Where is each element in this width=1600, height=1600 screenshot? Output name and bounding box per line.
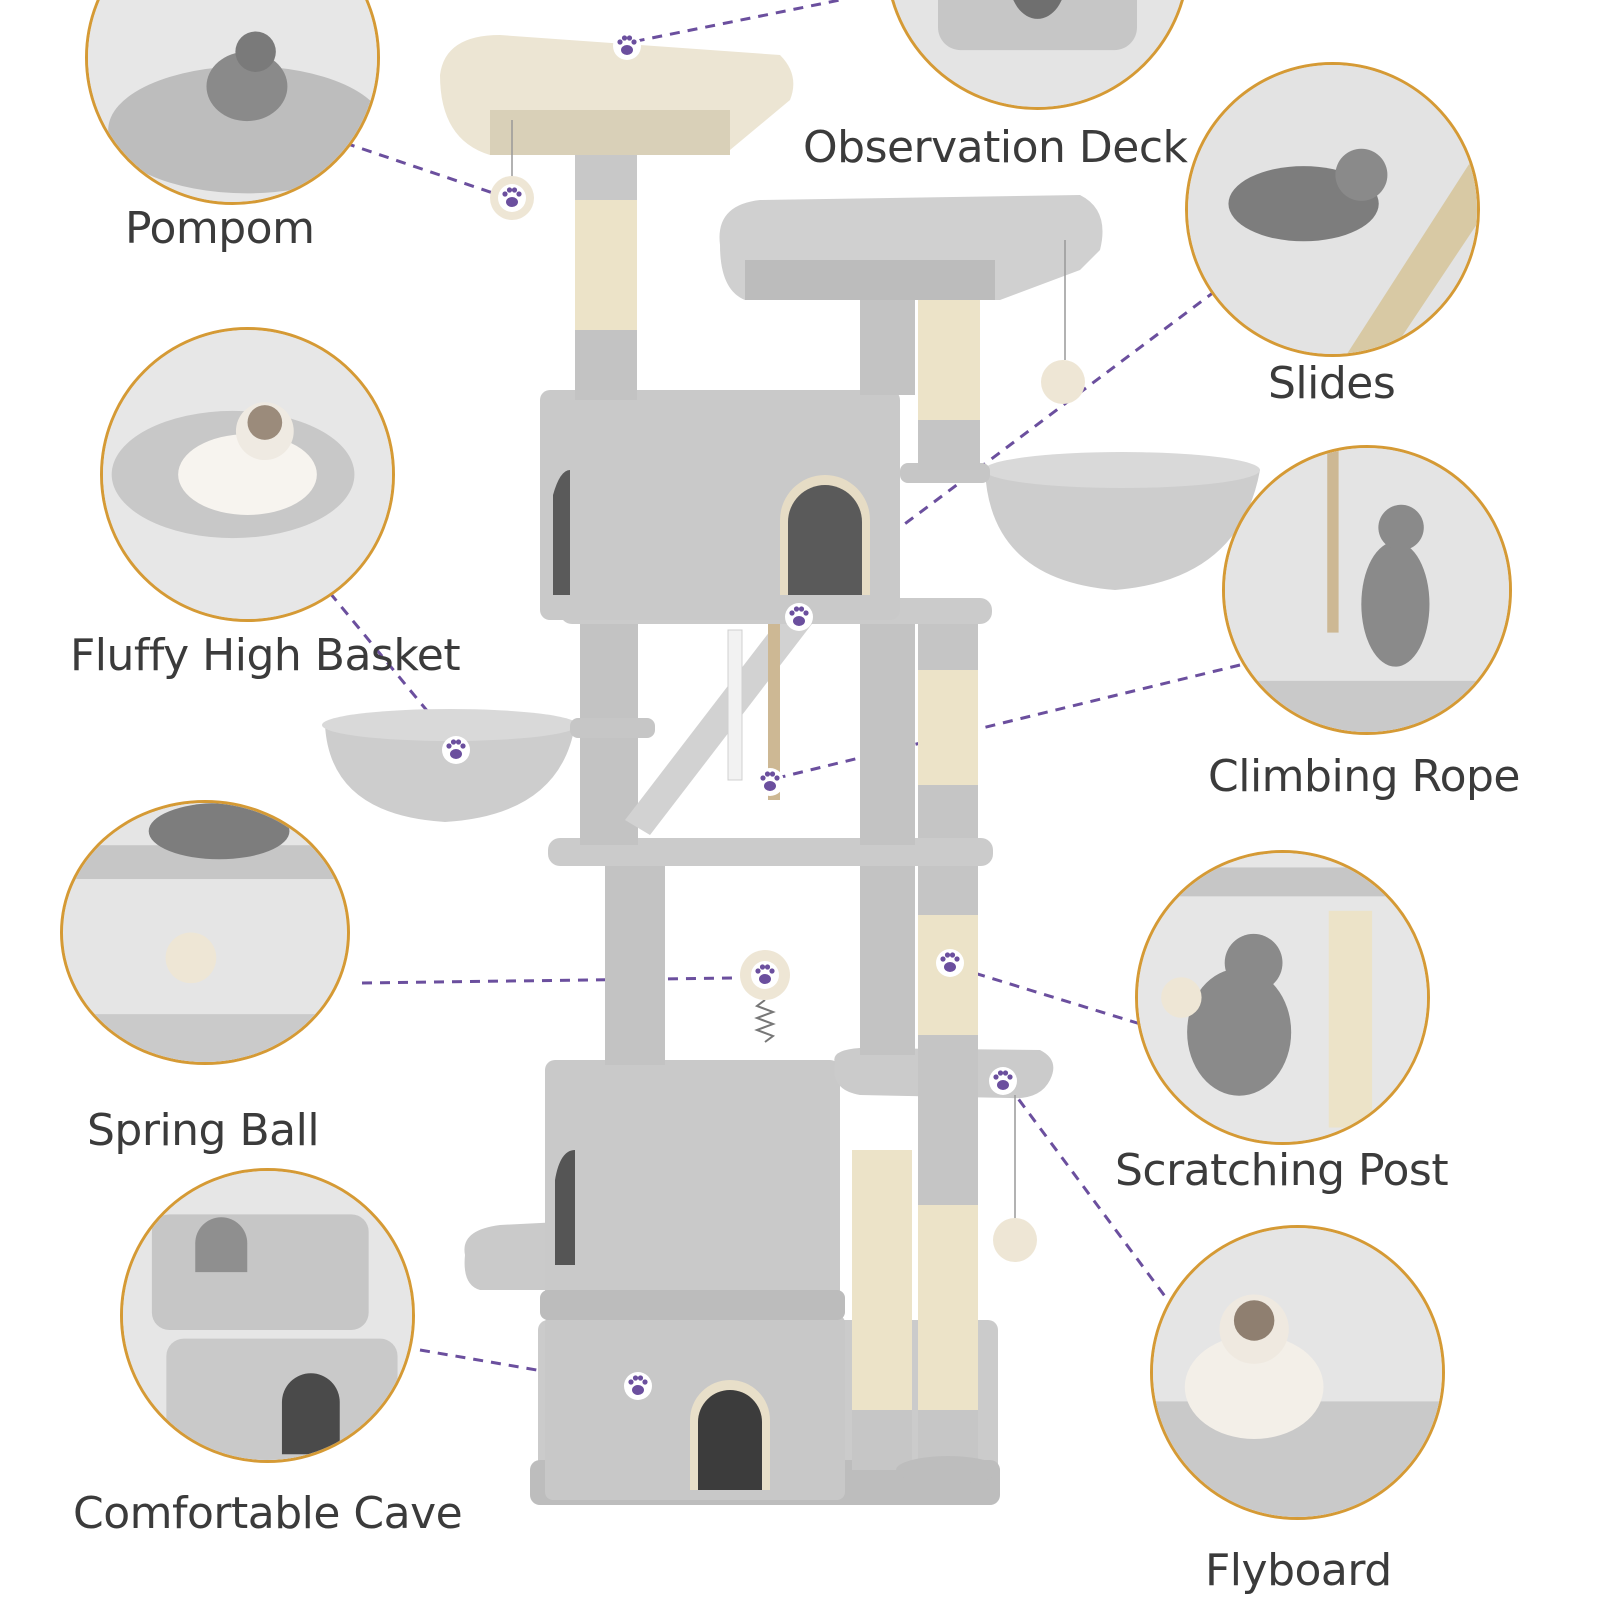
pompom-toy-icon (993, 1218, 1037, 1262)
left-ledge (464, 1222, 560, 1290)
paw-icon (442, 736, 470, 764)
cat-photo-icon (1138, 853, 1427, 1142)
climbing-rope-photo-circle (1222, 445, 1512, 735)
paw-icon (989, 1067, 1017, 1095)
cat-photo-icon (895, 0, 1180, 107)
slides-photo-circle (1185, 62, 1480, 357)
cat-photo-icon (64, 803, 346, 1062)
paw-icon (751, 961, 779, 989)
label-scratching-post: Scratching Post (1115, 1145, 1449, 1196)
cat-photo-icon (1153, 1228, 1442, 1517)
paw-icon (785, 603, 813, 631)
slide-ramp (625, 605, 815, 835)
label-fluffy-high-basket: Fluffy High Basket (70, 630, 461, 681)
label-spring-ball: Spring Ball (87, 1105, 320, 1156)
climbing-rope (768, 620, 780, 800)
cat-photo-icon (1188, 65, 1477, 354)
label-slides: Slides (1268, 358, 1396, 409)
cat-photo-icon (1225, 448, 1509, 732)
observation-deck-photo-circle (885, 0, 1190, 110)
comfortable-cave-photo-circle (120, 1168, 415, 1463)
fluffy-high-basket-photo-circle (100, 327, 395, 622)
paw-icon (624, 1372, 652, 1400)
paw-icon (498, 184, 526, 212)
right-basket (985, 470, 1260, 590)
pompom-photo-circle (85, 0, 380, 205)
fluffy-high-basket (325, 725, 575, 822)
cat-photo-icon (88, 0, 377, 202)
paw-icon (936, 949, 964, 977)
sisal-post-lower-1 (852, 1150, 912, 1420)
paw-icon (613, 32, 641, 60)
spring-ball-photo-circle (60, 800, 350, 1065)
pompom-toy-icon (1041, 360, 1085, 404)
label-pompom: Pompom (125, 203, 315, 254)
spring-ball-spring (754, 999, 776, 1043)
label-climbing-rope: Climbing Rope (1208, 751, 1521, 802)
label-observation-deck: Observation Deck (803, 122, 1188, 173)
label-comfortable-cave: Comfortable Cave (73, 1488, 463, 1539)
scratching-post-photo-circle (1135, 850, 1430, 1145)
middle-condo (545, 1060, 840, 1305)
cat-photo-icon (103, 330, 392, 619)
sisal-post-lower-2 (918, 1200, 978, 1420)
label-flyboard: Flyboard (1205, 1545, 1392, 1596)
paw-icon (756, 768, 784, 796)
flyboard-photo-circle (1150, 1225, 1445, 1520)
cat-photo-icon (123, 1171, 412, 1460)
